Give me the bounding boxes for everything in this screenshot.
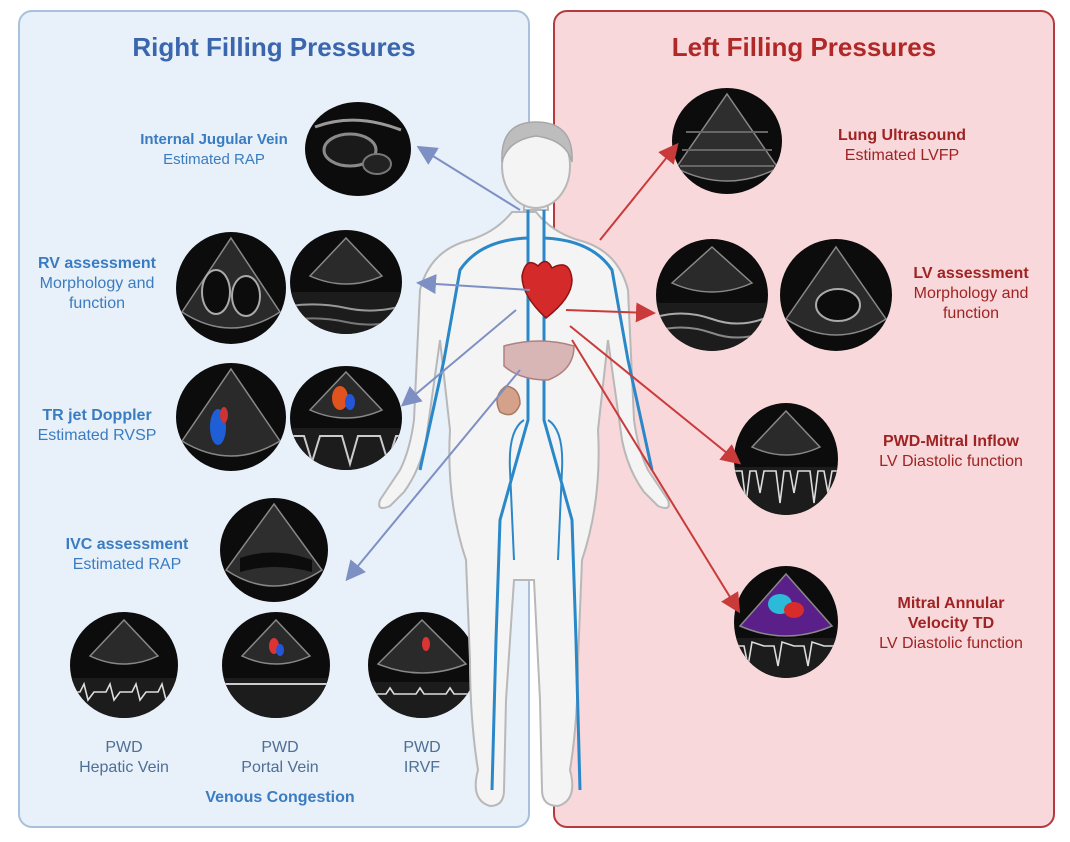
liver — [503, 340, 575, 381]
ultrasound-portal — [222, 612, 330, 718]
ultrasound-tr-1 — [176, 363, 286, 471]
hair — [501, 121, 573, 163]
ultrasound-lv-1 — [656, 239, 768, 351]
ultrasound-mitral-annular — [734, 566, 838, 678]
ultrasound-mitral-inflow — [734, 403, 838, 515]
heart — [521, 260, 573, 319]
right-panel-title: Right Filling Pressures — [132, 32, 416, 62]
ultrasound-ivc — [220, 498, 328, 602]
ultrasound-rv-1 — [176, 232, 286, 344]
left-panel-title: Left Filling Pressures — [671, 32, 937, 62]
label-venous-congestion: Venous Congestion — [205, 789, 355, 806]
ultrasound-irvf — [368, 612, 476, 718]
ultrasound-ijv — [305, 102, 411, 196]
ultrasound-tr-2 — [290, 366, 402, 470]
arrows-left — [565, 142, 742, 614]
human-body — [378, 123, 670, 808]
ultrasound-lung — [672, 88, 782, 194]
ultrasound-lv-2 — [780, 239, 892, 351]
ultrasound-rv-2 — [290, 230, 402, 334]
arrows-right — [345, 145, 531, 582]
organs — [496, 260, 575, 416]
